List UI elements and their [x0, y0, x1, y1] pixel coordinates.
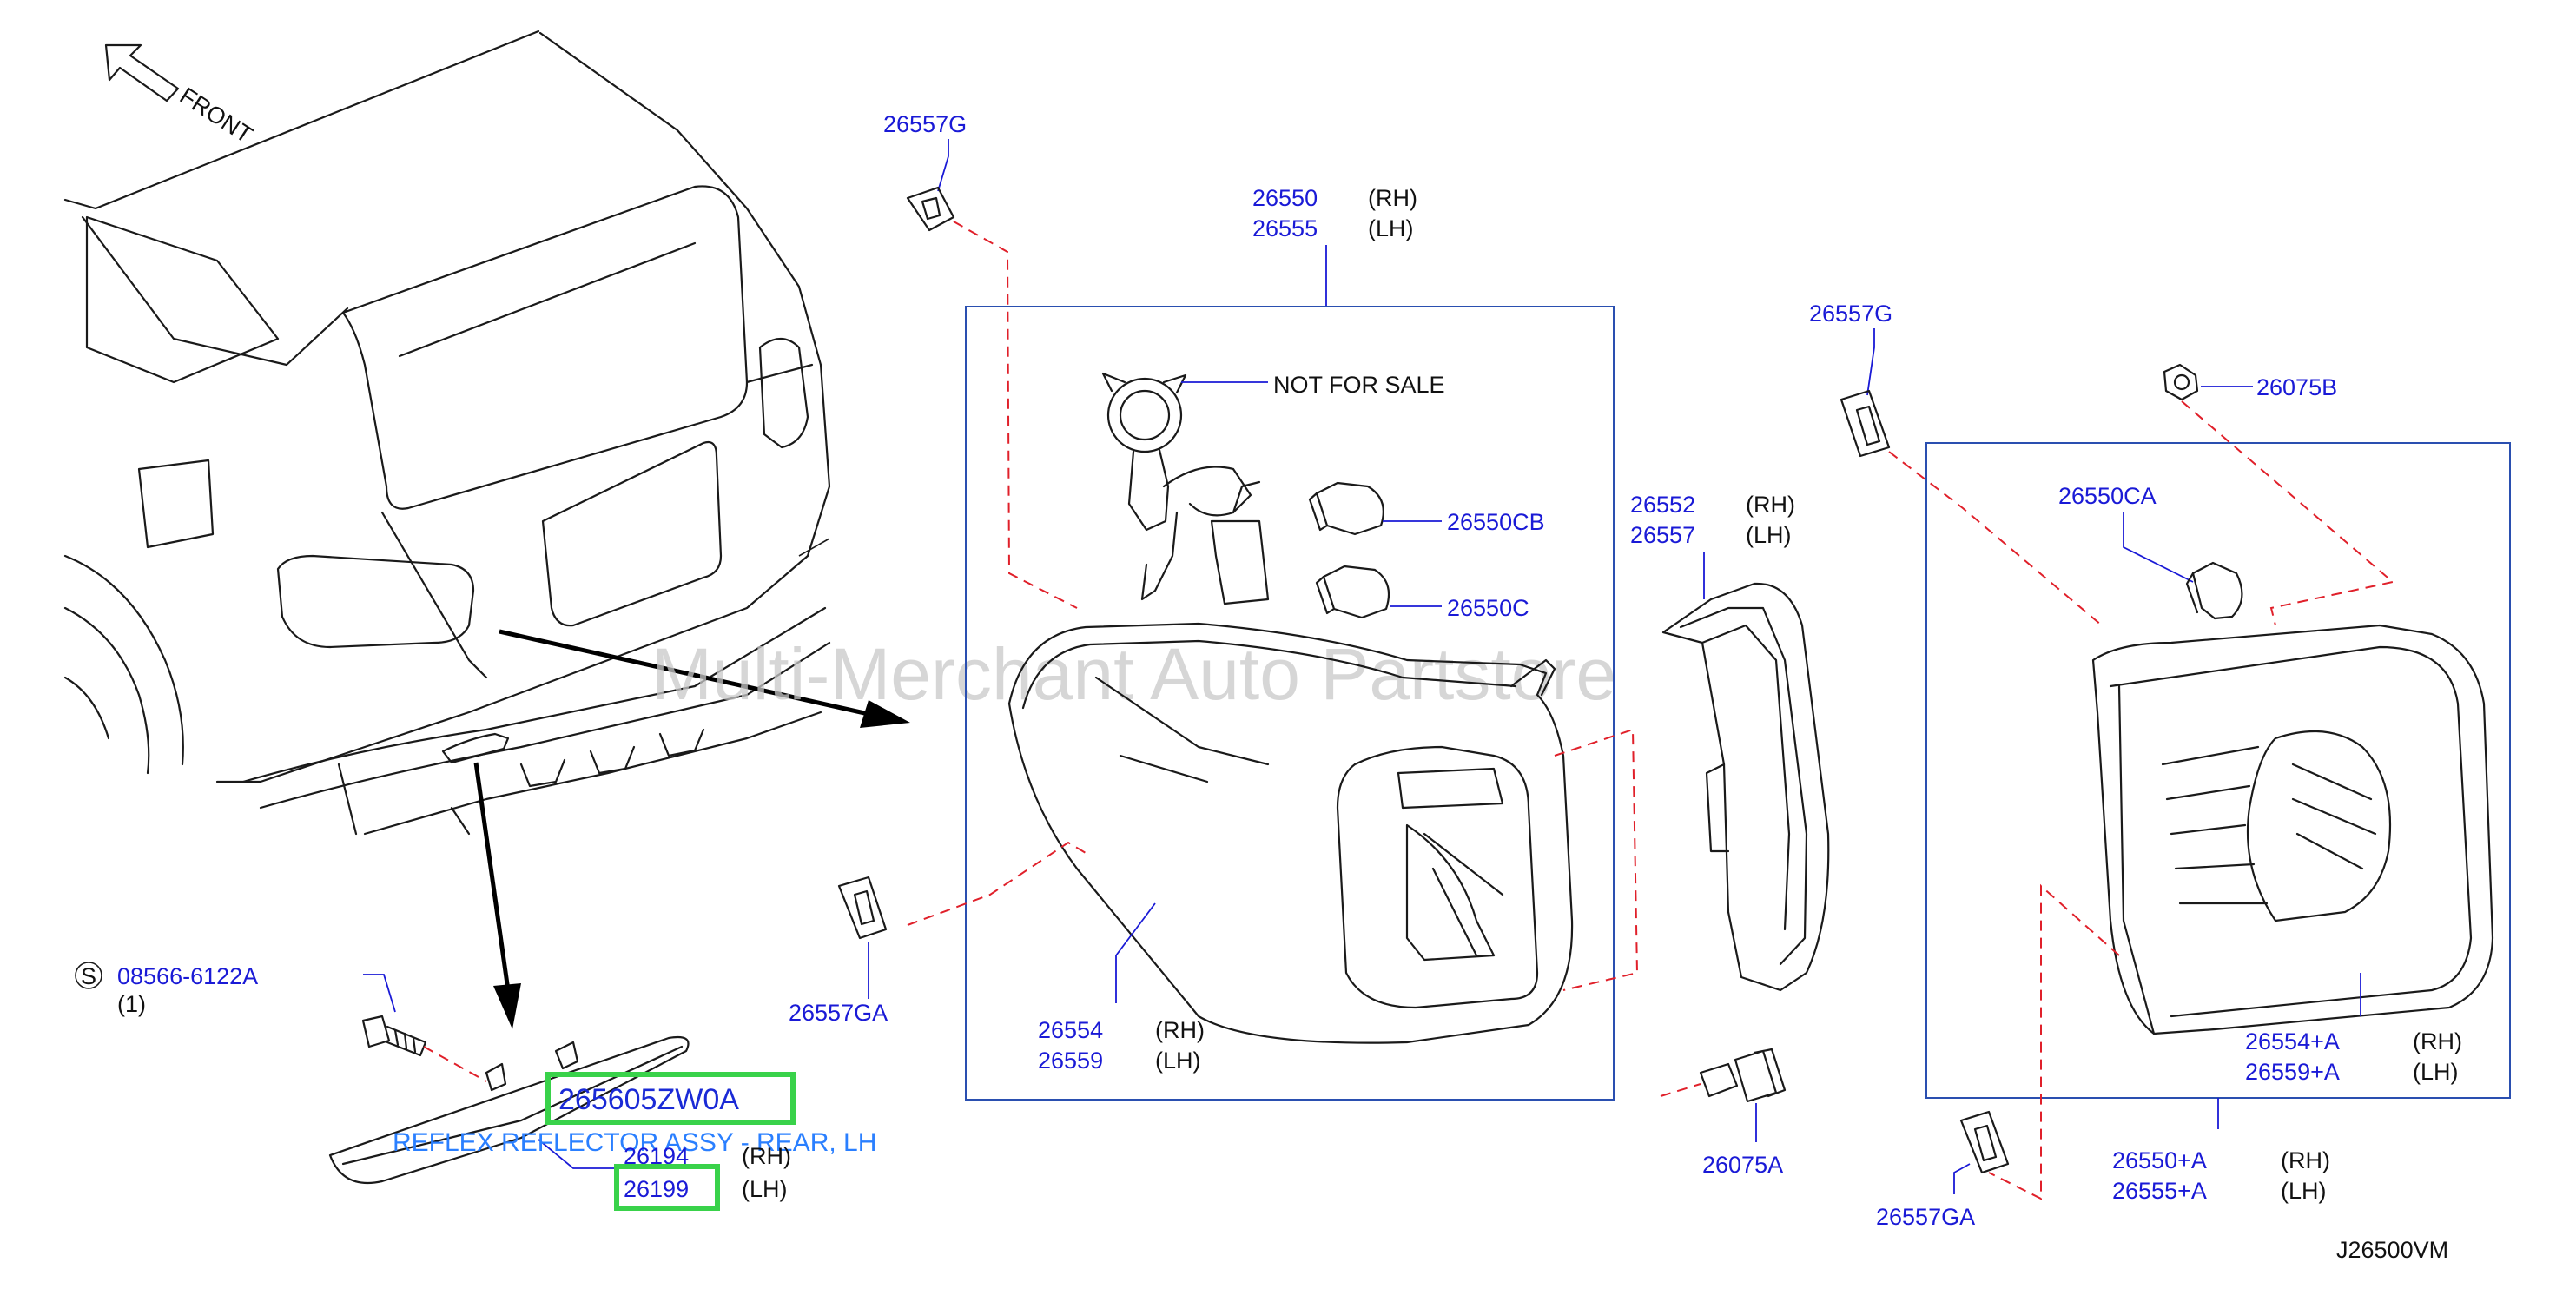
bulb-26550cb-icon [1308, 481, 1384, 536]
bulb-26550c-icon [1315, 565, 1390, 619]
part-26557ga-left[interactable]: 26557GA [789, 1000, 888, 1026]
part-26557[interactable]: 26557 [1630, 522, 1695, 548]
highlight-part-number[interactable]: 265605ZW0A [558, 1083, 739, 1116]
part-26557g-top[interactable]: 26557G [883, 111, 967, 137]
front-direction-arrow [104, 43, 180, 102]
bulb-26550ca-icon [2185, 561, 2243, 620]
bolt-part-number: 08566-6122A [117, 963, 258, 989]
part-26550cb[interactable]: 26550CB [1447, 509, 1545, 535]
label-rh-26194: (RH) [742, 1143, 791, 1169]
gasket-part [1661, 582, 1830, 992]
grommet-icon-left [837, 876, 888, 940]
outer-lamp-group-box [965, 306, 1615, 1101]
diagram-code: J26500VM [2336, 1237, 2448, 1263]
label-rh-26550: (RH) [1368, 185, 1417, 211]
bolt-leader [363, 974, 396, 1013]
part-26557ga-right[interactable]: 26557GA [1876, 1204, 1975, 1230]
part-26550[interactable]: 26550 [1252, 185, 1318, 211]
reflex-reflector-part [328, 1035, 690, 1185]
label-lh-26559: (LH) [1155, 1048, 1201, 1074]
part-26555a[interactable]: 26555+A [2112, 1178, 2207, 1204]
reflector-leader [538, 1139, 618, 1169]
label-rh-26550a: (RH) [2281, 1147, 2330, 1173]
label-rh-26554a: (RH) [2413, 1028, 2462, 1054]
grommet-icon-top [906, 186, 955, 232]
highlight-box-part-number [545, 1072, 796, 1125]
reflector-description: REFLEX REFLECTOR ASSY - REAR, LH [393, 1128, 876, 1157]
bolt-symbol-letter: S [81, 963, 96, 989]
part-26554[interactable]: 26554 [1038, 1017, 1103, 1043]
label-lh-26199: (LH) [742, 1176, 788, 1202]
label-lh-26555a: (LH) [2281, 1178, 2327, 1204]
highlight-box-26199 [614, 1164, 720, 1211]
label-rh-26554: (RH) [1155, 1017, 1205, 1043]
bolt-screw-icon [361, 1015, 427, 1057]
inner-lamp-group-box [1925, 442, 2511, 1099]
part-26550c[interactable]: 26550C [1447, 595, 1529, 621]
part-26557g-right[interactable]: 26557G [1809, 301, 1892, 327]
label-lh-26557: (LH) [1746, 522, 1792, 548]
part-26199[interactable]: 26199 [624, 1176, 689, 1202]
callout-arrows [473, 629, 910, 1029]
label-lh-26559a: (LH) [2413, 1059, 2459, 1085]
part-26559a[interactable]: 26559+A [2245, 1059, 2340, 1085]
label-rh-26552: (RH) [1746, 492, 1795, 518]
part-26554a[interactable]: 26554+A [2245, 1028, 2340, 1054]
part-26075a[interactable]: 26075A [1702, 1152, 1783, 1178]
part-26552[interactable]: 26552 [1630, 492, 1695, 518]
front-label: FRONT [175, 83, 257, 149]
part-26559[interactable]: 26559 [1038, 1048, 1103, 1074]
not-for-sale-label: NOT FOR SALE [1273, 372, 1445, 398]
inner-combination-lamp [2091, 624, 2494, 1035]
bolt-symbol [75, 962, 102, 989]
part-26550ca[interactable]: 26550CA [2058, 483, 2157, 509]
outer-combination-lamp [1007, 622, 1574, 1044]
bolt-quantity: (1) [117, 991, 146, 1017]
part-26555[interactable]: 26555 [1252, 215, 1318, 241]
watermark: Multi-Merchant Auto Partstore [651, 633, 1616, 715]
bolt-26075a-icon [1699, 1048, 1787, 1103]
part-26075b[interactable]: 26075B [2256, 374, 2337, 400]
label-lh-26555: (LH) [1368, 215, 1414, 241]
bulb-socket-icon [1101, 372, 1270, 605]
vehicle-rear-illustration [63, 30, 831, 836]
part-26550a[interactable]: 26550+A [2112, 1147, 2207, 1173]
grommet-icon-right [1840, 389, 1891, 458]
nut-26075b-icon [2163, 363, 2199, 401]
grommet-icon-bottom-right [1959, 1110, 2010, 1174]
